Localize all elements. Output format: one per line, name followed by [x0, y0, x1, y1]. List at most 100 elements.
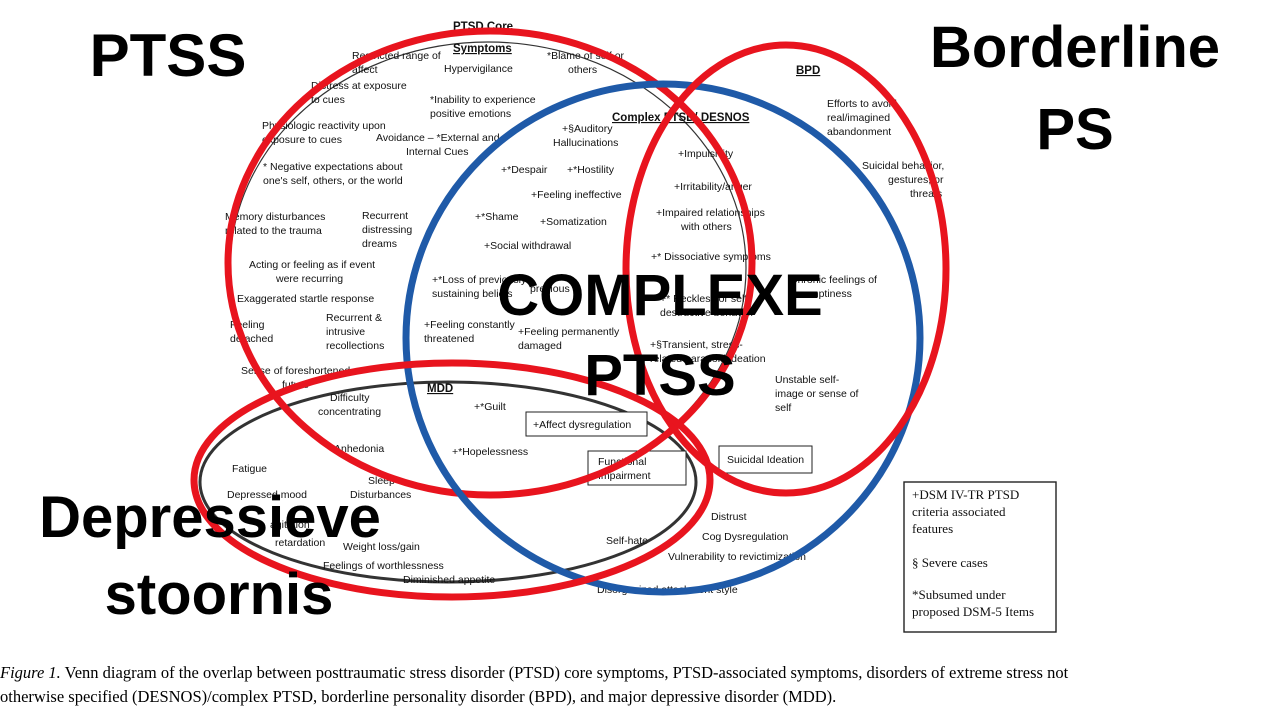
list-item: +Somatization	[540, 216, 607, 228]
ptsd-header-line2: Symptoms	[453, 43, 512, 55]
caption-label: Figure 1.	[0, 663, 61, 682]
legend-line: proposed DSM-5 Items	[912, 604, 1034, 619]
legend-box	[903, 481, 1057, 633]
list-item: Fatigue	[232, 463, 267, 475]
list-item: Sense of foreshortened	[241, 365, 350, 377]
shared-complex-bpd-items: +Impulsivity +Irritability/anger +Impair…	[650, 148, 771, 365]
list-item: +Feeling constantly	[424, 319, 516, 331]
list-item: related to the trauma	[225, 225, 322, 237]
list-item: retardation	[275, 537, 325, 549]
bpd-items: Efforts to avoid real/imagined abandonme…	[775, 98, 944, 414]
list-item: threatened	[424, 333, 474, 345]
ptss-label: PTSS	[90, 22, 247, 89]
borderline-label-1: Borderline	[930, 15, 1220, 80]
lower-complex-items: Distrust Cog Dysregulation Self-hate Vul…	[597, 511, 806, 596]
list-item: Acting or feeling as if event	[249, 259, 375, 271]
caption-line-1: Figure 1. Venn diagram of the overlap be…	[0, 663, 1069, 682]
list-item: +Impaired relationships	[656, 207, 765, 219]
list-item: previous	[530, 283, 570, 295]
list-item: Cog Dysregulation	[702, 531, 789, 543]
list-item: sustaining beliefs	[432, 288, 513, 300]
list-item: +*Hostility	[567, 164, 615, 176]
depressieve-label-1: Depressieve	[39, 485, 381, 550]
list-item: self	[775, 402, 791, 414]
affect-dysregulation-label: +Affect dysregulation	[533, 419, 631, 431]
ptss-ring	[224, 27, 756, 499]
complexe-label-2: PTSS	[584, 343, 736, 408]
list-item: related paranoid ideation	[650, 353, 766, 365]
legend-line: *Subsumed under	[912, 587, 1006, 602]
list-item: agitation	[270, 519, 310, 531]
list-item: Efforts to avoid	[827, 98, 897, 110]
depressieve-label-2: stoornis	[105, 562, 334, 627]
list-item: destructive behavior	[660, 307, 754, 319]
functional-impairment-label-2: Impairment	[598, 470, 651, 482]
list-item: +* Dissociative symptoms	[651, 251, 771, 263]
legend-line: features	[912, 521, 953, 536]
complex-ptss-ring	[402, 80, 924, 596]
list-item: Exaggerated startle response	[237, 293, 374, 305]
list-item: Weight loss/gain	[343, 541, 420, 553]
list-item: with others	[680, 221, 732, 233]
list-item: +Feeling permanently	[518, 326, 620, 338]
legend: +DSM IV-TR PTSD criteria associated feat…	[903, 481, 1057, 633]
list-item: Unstable self-	[775, 374, 840, 386]
list-item: Hallucinations	[553, 137, 618, 149]
list-item: damaged	[518, 340, 562, 352]
list-item: one's self, others, or the world	[263, 175, 403, 187]
list-item: +Feeling ineffective	[531, 189, 622, 201]
list-item: +*Guilt	[474, 401, 506, 413]
mdd-thin-ellipse	[198, 380, 698, 584]
list-item: dreams	[362, 238, 397, 250]
list-item: were recurring	[275, 273, 343, 285]
borderline-ps-ring	[622, 41, 950, 497]
list-item: Diminished appetite	[403, 574, 495, 586]
list-item: Self-hate	[606, 535, 648, 547]
list-item: Anhedonia	[334, 443, 384, 455]
depressieve-stoornis-ring	[190, 359, 714, 601]
affect-dysregulation-box	[525, 411, 648, 437]
list-item: Internal Cues	[406, 146, 468, 158]
figure-caption: Figure 1. Venn diagram of the overlap be…	[0, 663, 1069, 706]
list-item: Memory disturbances	[225, 211, 325, 223]
list-item: affect	[352, 64, 378, 76]
list-item: Avoidance – *External and	[376, 132, 500, 144]
list-item: intrusive	[326, 326, 365, 338]
legend-line: +DSM IV-TR PTSD	[912, 487, 1019, 502]
list-item: Vulnerability to revictimization	[668, 551, 806, 563]
complex-ptsd-header: Complex PTSD/ DESNOS	[612, 112, 750, 124]
list-item: +§Transient, stress-	[650, 339, 743, 351]
list-item: +* Reckless or self-	[660, 293, 751, 305]
list-item: *Inability to experience	[430, 94, 536, 106]
list-item: image or sense of	[775, 388, 859, 400]
caption-line-2: otherwise specified (DESNOS)/complex PTS…	[0, 687, 836, 706]
list-item: Distress at exposure	[311, 80, 407, 92]
list-item: Physiologic reactivity upon	[262, 120, 386, 132]
list-item: +*Shame	[475, 211, 519, 223]
list-item: detached	[230, 333, 273, 345]
list-item: +*Loss of previously	[432, 274, 527, 286]
mdd-items: Difficulty concentrating +*Guilt +Affect…	[227, 392, 813, 586]
suicidal-ideation-box	[718, 445, 813, 474]
list-item: others	[568, 64, 597, 76]
ptsd-core-items: Restricted range of affect Hypervigilanc…	[225, 50, 625, 391]
list-item: recollections	[326, 340, 384, 352]
list-item: Chronic feelings of	[790, 274, 877, 286]
complex-ptsd-items: +§Auditory Hallucinations +*Despair +*Ho…	[424, 123, 622, 352]
list-item: real/imagined	[827, 112, 890, 124]
mdd-header: MDD	[427, 383, 453, 395]
list-item: distressing	[362, 224, 412, 236]
legend-line: criteria associated	[912, 504, 1006, 519]
list-item: +§Auditory	[562, 123, 613, 135]
list-item: Recurrent &	[326, 312, 382, 324]
list-item: Depressed mood	[227, 489, 307, 501]
legend-line: § Severe cases	[912, 555, 988, 570]
list-item: Recurrent	[362, 210, 408, 222]
list-item: to cues	[311, 94, 345, 106]
borderline-label-2: PS	[1036, 97, 1113, 162]
list-item: +*Hopelessness	[452, 446, 528, 458]
bpd-header: BPD	[796, 65, 820, 77]
list-item: Feelings of worthlessness	[323, 560, 444, 572]
caption-text-1: Venn diagram of the overlap between post…	[65, 663, 1069, 682]
